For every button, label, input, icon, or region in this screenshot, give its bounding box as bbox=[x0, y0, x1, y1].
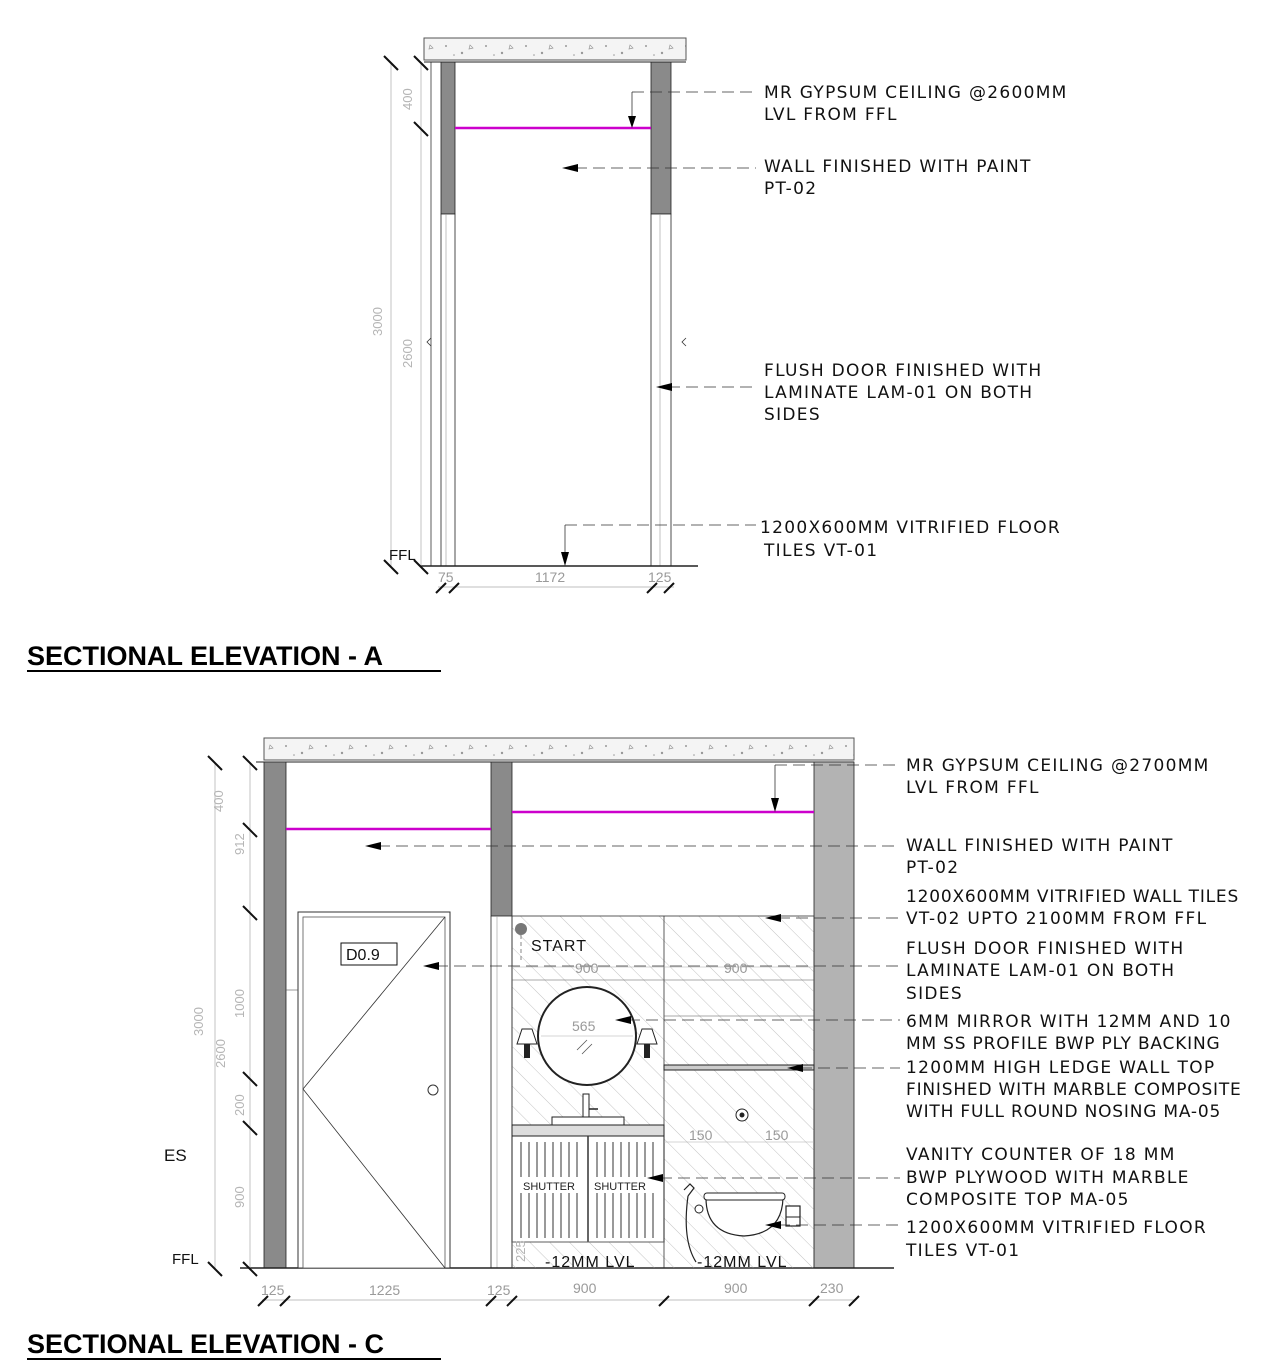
dim-a-2600: 2600 bbox=[400, 339, 415, 368]
dim-a-3000: 3000 bbox=[370, 307, 385, 336]
dim-c-200: 200 bbox=[232, 1094, 247, 1116]
arrow-c-8 bbox=[765, 1221, 781, 1229]
slab-a bbox=[423, 37, 687, 61]
level-note-2: -12MM LVL bbox=[697, 1254, 788, 1271]
note-c-mirror-1: 6MM MIRROR WITH 12MM AND 10 bbox=[906, 1012, 1232, 1032]
door-tag: D0.9 bbox=[346, 947, 380, 964]
title-section-c: SECTIONAL ELEVATION - C bbox=[27, 1329, 384, 1359]
health-faucet bbox=[683, 1183, 697, 1263]
dim-c-1000: 1000 bbox=[232, 989, 247, 1018]
note-c-paint-2: PT-02 bbox=[906, 858, 959, 878]
arrow-c-6 bbox=[787, 1064, 803, 1072]
dim-c-125b: 125 bbox=[487, 1282, 511, 1298]
note-c-floor-1: 1200X600MM VITRIFIED FLOOR bbox=[906, 1218, 1207, 1238]
dim-c-int-565: 565 bbox=[572, 1018, 596, 1034]
notes-a: MR GYPSUM CEILING @2600MM LVL FROM FFL W… bbox=[760, 83, 1068, 561]
start-marker bbox=[515, 923, 527, 935]
vanity-top bbox=[511, 1124, 665, 1137]
note-c-vanity-2: BWP PLYWOOD WITH MARBLE bbox=[906, 1168, 1190, 1188]
dim-c-900b: 900 bbox=[724, 1280, 748, 1296]
arrow-c-2 bbox=[365, 842, 381, 850]
note-c-walltile-1: 1200X600MM VITRIFIED WALL TILES bbox=[906, 887, 1239, 907]
wc-bowl bbox=[705, 1197, 784, 1237]
dim-c-int-900a: 900 bbox=[575, 960, 599, 976]
dim-a-400: 400 bbox=[400, 88, 415, 110]
dim-c-400: 400 bbox=[211, 790, 226, 812]
jamb-left-a bbox=[440, 213, 456, 567]
start-label: START bbox=[531, 938, 587, 955]
note-c-ledge-2: FINISHED WITH MARBLE COMPOSITE bbox=[906, 1080, 1242, 1100]
door-tag-box bbox=[340, 942, 398, 966]
ledge bbox=[663, 1064, 815, 1071]
note-a-door-3: SIDES bbox=[764, 405, 821, 425]
note-c-floor-2: TILES VT-01 bbox=[905, 1241, 1020, 1261]
note-a-ceiling-2: LVL FROM FFL bbox=[764, 105, 898, 125]
door-swing bbox=[302, 916, 446, 1269]
note-c-door-2: LAMINATE LAM-01 ON BOTH bbox=[906, 961, 1175, 981]
note-c-door-3: SIDES bbox=[906, 984, 963, 1004]
note-a-paint-1: WALL FINISHED WITH PAINT bbox=[764, 157, 1032, 177]
note-a-floor-2: TILES VT-01 bbox=[763, 541, 878, 561]
note-c-door-1: FLUSH DOOR FINISHED WITH bbox=[906, 939, 1184, 959]
shutter-label-2: SHUTTER bbox=[594, 1181, 646, 1193]
arrow-c-3 bbox=[765, 914, 781, 922]
slab-c bbox=[263, 737, 855, 761]
dim-c-int-900b: 900 bbox=[724, 960, 748, 976]
basin bbox=[551, 1116, 625, 1126]
note-c-ledge-1: 1200MM HIGH LEDGE WALL TOP bbox=[906, 1058, 1215, 1078]
note-c-walltile-2: VT-02 UPTO 2100MM FROM FFL bbox=[906, 909, 1207, 929]
arrow-c-4 bbox=[423, 962, 439, 970]
wall-left-c bbox=[263, 761, 287, 1269]
wall-left-a bbox=[440, 61, 456, 215]
title-section-a: SECTIONAL ELEVATION - A bbox=[27, 641, 383, 671]
dim-c-1225: 1225 bbox=[369, 1282, 400, 1298]
note-a-floor-1: 1200X600MM VITRIFIED FLOOR bbox=[760, 518, 1061, 538]
section-a-drawing bbox=[383, 37, 756, 594]
dim-c-900a: 900 bbox=[573, 1280, 597, 1296]
dim-c-int-150a: 150 bbox=[689, 1127, 713, 1143]
dim-c-int-150b: 150 bbox=[765, 1127, 789, 1143]
note-c-ledge-3: WITH FULL ROUND NOSING MA-05 bbox=[906, 1102, 1221, 1122]
wall-right-a bbox=[650, 61, 672, 215]
note-c-vanity-3: COMPOSITE TOP MA-05 bbox=[906, 1190, 1130, 1210]
door-leaf bbox=[302, 916, 446, 1269]
shutter-label-1: SHUTTER bbox=[523, 1181, 575, 1193]
dim-a-125: 125 bbox=[648, 569, 672, 585]
dim-c-230: 230 bbox=[820, 1280, 844, 1296]
arrow-c-5 bbox=[615, 1016, 631, 1024]
note-a-door-1: FLUSH DOOR FINISHED WITH bbox=[764, 361, 1042, 381]
dim-c-3000: 3000 bbox=[191, 1007, 206, 1036]
section-c-drawing bbox=[207, 737, 900, 1307]
column-right-c bbox=[813, 761, 855, 1269]
ffl-label-c: FFL bbox=[172, 1251, 199, 1268]
tissue-holder bbox=[785, 1205, 801, 1227]
dim-c-int-225: 225 bbox=[513, 1240, 528, 1262]
arrow-c-7 bbox=[647, 1174, 663, 1182]
dim-c-900: 900 bbox=[232, 1186, 247, 1208]
dim-a-75: 75 bbox=[438, 569, 454, 585]
note-c-ceiling-1: MR GYPSUM CEILING @2700MM bbox=[906, 756, 1210, 776]
dim-c-2600: 2600 bbox=[213, 1039, 228, 1068]
ffl-label-a: FFL bbox=[389, 547, 416, 564]
note-a-paint-2: PT-02 bbox=[764, 179, 817, 199]
wall-light-right bbox=[636, 1028, 658, 1058]
note-c-vanity-1: VANITY COUNTER OF 18 MM bbox=[906, 1145, 1176, 1165]
notes-c: MR GYPSUM CEILING @2700MM LVL FROM FFL W… bbox=[905, 756, 1242, 1261]
arrow-c-1 bbox=[771, 798, 779, 812]
note-a-ceiling-1: MR GYPSUM CEILING @2600MM bbox=[764, 83, 1068, 103]
note-c-paint-1: WALL FINISHED WITH PAINT bbox=[906, 836, 1174, 856]
dim-a-1172: 1172 bbox=[535, 569, 565, 585]
wall-light-left bbox=[516, 1028, 538, 1058]
faucet bbox=[582, 1093, 590, 1118]
door-handle bbox=[427, 1084, 439, 1096]
note-a-door-2: LAMINATE LAM-01 ON BOTH bbox=[764, 383, 1033, 403]
note-c-ceiling-2: LVL FROM FFL bbox=[906, 778, 1040, 798]
level-note-1: -12MM LVL bbox=[545, 1254, 636, 1271]
dim-c-125a: 125 bbox=[261, 1282, 285, 1298]
es-label: ES bbox=[164, 1146, 187, 1165]
dim-c-912: 912 bbox=[232, 833, 247, 855]
wall-mid-c bbox=[490, 761, 513, 917]
note-c-mirror-2: MM SS PROFILE BWP PLY BACKING bbox=[906, 1034, 1220, 1054]
